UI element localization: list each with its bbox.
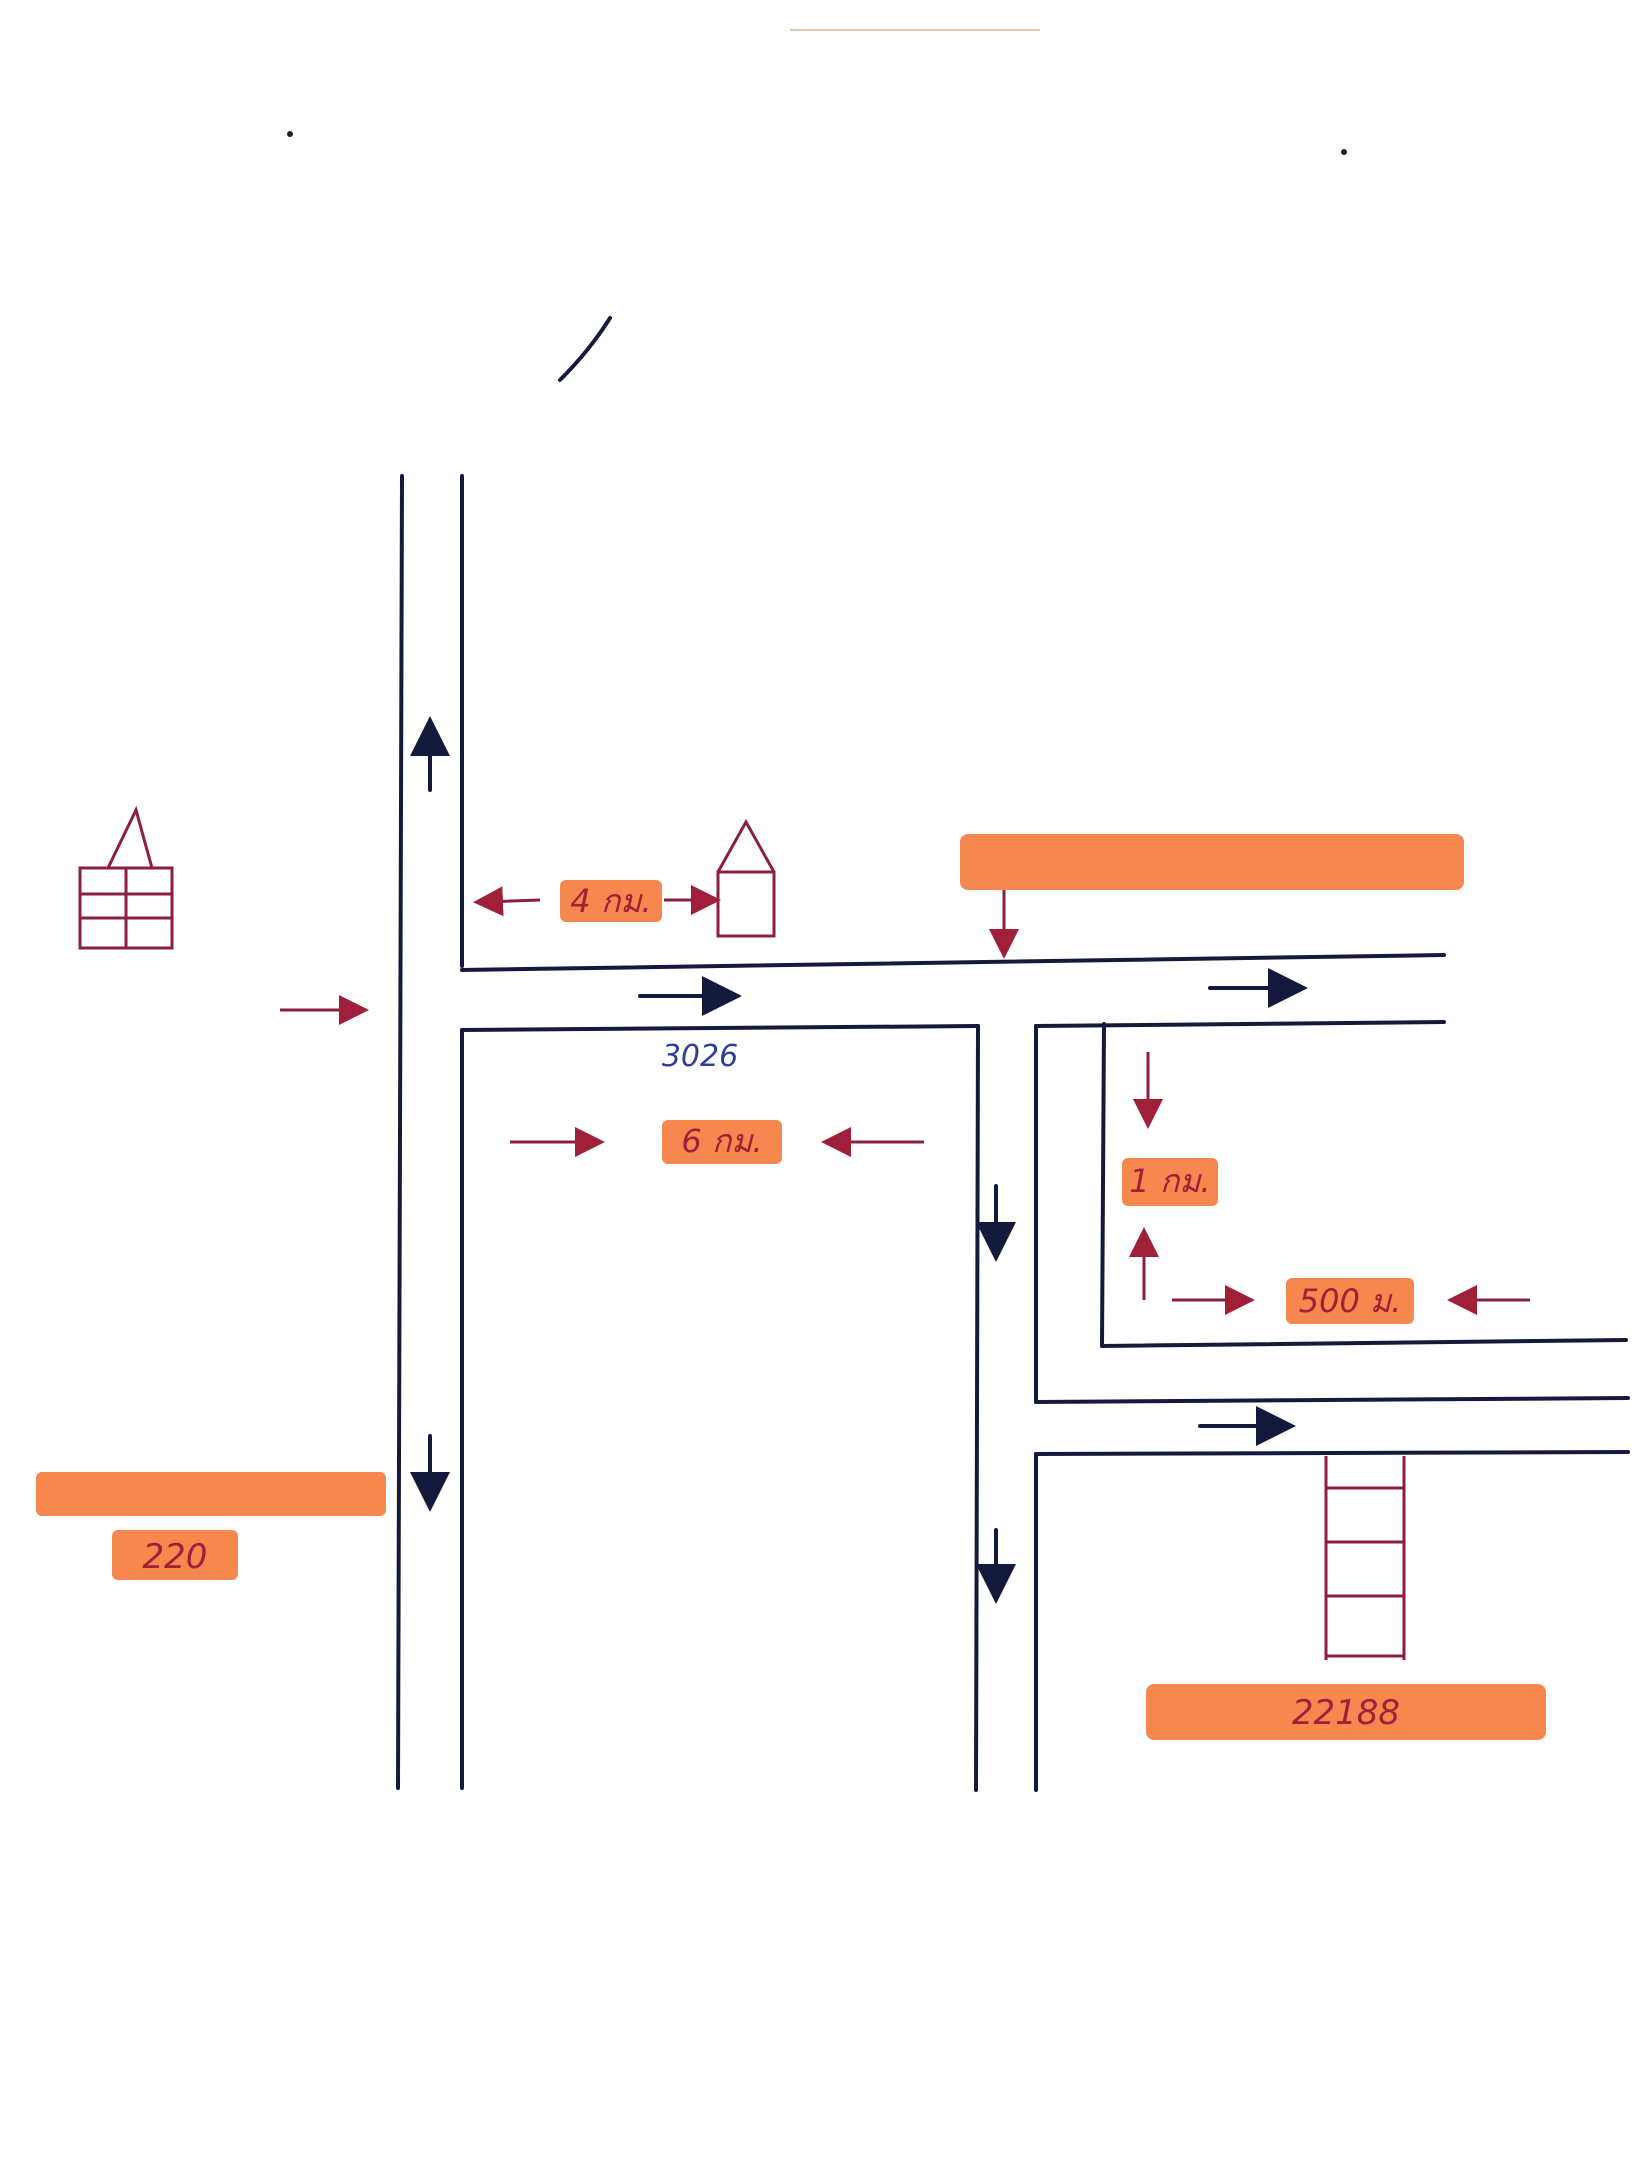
road-3026-south-edge-a [460,1024,980,1032]
distance-500m: 500 ม. [1299,1282,1402,1320]
side-road-west-edge [1100,1022,1106,1348]
road-3026-north-edge [460,953,1446,972]
distance-1km: 1 กม. [1129,1162,1210,1200]
highlight [1122,1158,1218,1206]
target-project-building-icon [1324,1456,1406,1660]
highlight [662,1120,782,1164]
north-label-stroke [558,316,612,382]
south-road-west-edge [974,1024,980,1792]
highlight [560,880,662,922]
store-building-icon [78,805,174,950]
school-building-icon [716,818,776,938]
distance-6km: 6 กม. [681,1122,762,1160]
side-road-bottom-edge [1100,1338,1628,1348]
highlight [1286,1278,1414,1324]
highlight [36,1472,386,1516]
highlight [112,1530,238,1580]
highlight [960,834,1464,890]
target-project-label: 22188 [1292,1693,1400,1733]
ink-dot [287,131,293,137]
distance-arrow [473,886,541,917]
road-3026-south-edge-b [1034,1020,1446,1028]
highway-3026-label: 3026 [662,1039,738,1074]
distance-4km: 4 กม. [570,882,651,920]
bottom-road-south-edge [1034,1450,1630,1456]
ink-dot [1341,149,1347,155]
highway-220-number: 220 [143,1537,208,1577]
bottom-road-north-edge [1034,1396,1630,1404]
highlight [1146,1684,1546,1740]
highway-220-west-edge [396,474,404,1790]
